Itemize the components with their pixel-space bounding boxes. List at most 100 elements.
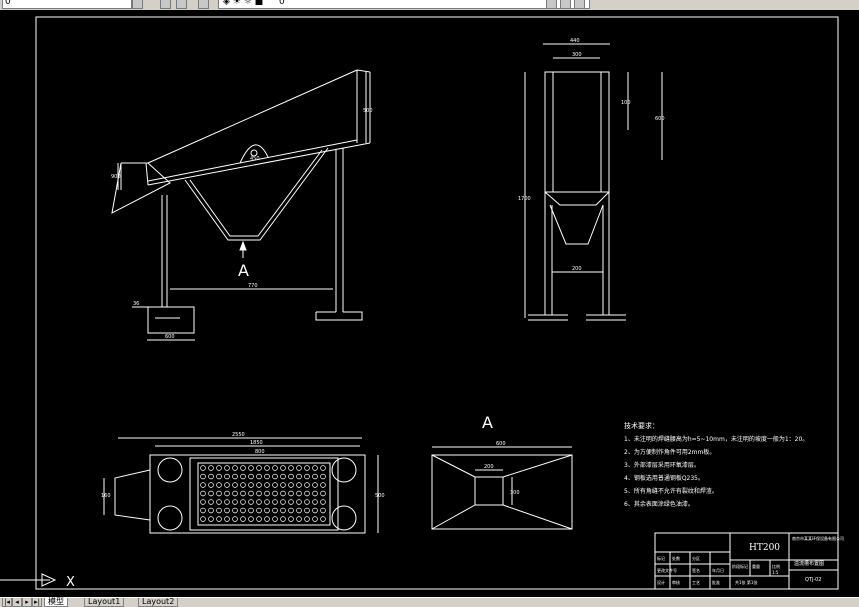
layer-properties-icon[interactable] xyxy=(176,0,187,9)
mesh-hole xyxy=(320,490,326,497)
layer-uniso-icon[interactable] xyxy=(574,0,585,9)
plan-dim-1: 2550 xyxy=(232,432,245,438)
mesh-hole xyxy=(256,507,262,514)
layer-field[interactable]: 0 xyxy=(2,0,132,9)
side-dim-1: 770 xyxy=(248,283,258,289)
mesh-hole xyxy=(240,465,246,471)
note-line-5: 5、所有角缝不允许有裂纹和焊渣。 xyxy=(624,487,718,495)
drawing-number: QTJ-02 xyxy=(805,577,821,583)
notes-title: 技术要求： xyxy=(624,421,659,430)
mesh-hole xyxy=(256,482,262,488)
plan-dim-3: 800 xyxy=(255,449,265,455)
side-dim-6: 450 xyxy=(250,156,260,162)
mesh-hole xyxy=(216,499,222,505)
mesh-hole xyxy=(216,482,222,488)
plan-view xyxy=(103,437,379,534)
mesh-hole xyxy=(288,507,294,514)
drawing-canvas[interactable]: A A 770 500 900 600 36 450 440 300 100 6… xyxy=(0,10,859,598)
mesh-hole xyxy=(200,516,206,522)
mesh-hole xyxy=(240,482,246,488)
mesh-hole xyxy=(232,465,238,471)
mesh-hole xyxy=(256,465,262,471)
side-dim-3: 900 xyxy=(111,174,121,180)
mesh-hole xyxy=(216,465,222,471)
mesh-hole xyxy=(320,516,326,522)
mesh-hole xyxy=(208,507,214,514)
mesh-hole xyxy=(296,482,302,488)
view-a xyxy=(431,446,573,530)
mesh-hole xyxy=(272,507,278,514)
mesh-hole xyxy=(248,507,254,514)
layer-control[interactable]: ◈ ☀ ☼ ■ 0 xyxy=(218,0,590,9)
mesh-hole xyxy=(208,473,214,480)
mesh-hole xyxy=(264,499,270,505)
mesh-hole xyxy=(240,473,246,480)
mesh-hole xyxy=(288,482,294,488)
tb-row-label-3: 分区 xyxy=(692,555,700,561)
mesh-hole xyxy=(200,490,206,497)
mesh-hole xyxy=(288,516,294,522)
mesh-hole xyxy=(256,490,262,497)
mesh-hole xyxy=(280,499,286,505)
weight-label: 重量 xyxy=(752,563,760,569)
layer-match-icon[interactable] xyxy=(546,0,557,9)
mesh-hole xyxy=(312,465,318,471)
tb-row-label-2: 处数 xyxy=(672,555,680,561)
mesh-hole xyxy=(312,507,318,514)
mesh-hole xyxy=(248,516,254,522)
mesh-hole xyxy=(224,490,230,497)
mesh-hole xyxy=(296,473,302,480)
canvas-background xyxy=(0,10,859,598)
note-line-2: 2、为方便制作角件可用2mm板。 xyxy=(624,448,715,456)
mesh-hole xyxy=(240,507,246,514)
tb-role-1: 设计 xyxy=(657,579,665,585)
section-label-a: A xyxy=(238,261,249,280)
plan-dim-2: 1850 xyxy=(250,440,263,446)
plan-dim-5: 160 xyxy=(101,493,111,499)
layer-dropdown-arrow[interactable] xyxy=(132,0,143,9)
sheet-info: 共1张 第1张 xyxy=(735,579,757,585)
tb-role-4: 批准 xyxy=(712,579,720,585)
mesh-hole xyxy=(248,482,254,488)
mesh-hole xyxy=(216,490,222,497)
mesh-hole xyxy=(224,499,230,505)
mesh-hole xyxy=(248,465,254,471)
screen-mesh xyxy=(200,465,326,522)
mesh-hole xyxy=(280,482,286,488)
front-dim-6: 200 xyxy=(572,266,582,272)
note-line-6: 6、其余表面涂绿色油漆。 xyxy=(624,500,694,508)
tb-role-2: 审核 xyxy=(672,579,680,585)
mesh-hole xyxy=(304,482,310,488)
mesh-hole xyxy=(304,516,310,522)
front-dim-2: 300 xyxy=(572,52,582,58)
tb-row-label-5: 签名 xyxy=(692,567,700,573)
layer-iso-icon[interactable] xyxy=(560,0,571,9)
mesh-hole xyxy=(304,473,310,480)
front-dim-5: 1700 xyxy=(518,196,531,202)
mesh-hole xyxy=(272,482,278,488)
mesh-hole xyxy=(264,465,270,471)
mesh-hole xyxy=(320,473,326,480)
title-block xyxy=(654,532,839,590)
tb-row-label-6: 年月日 xyxy=(712,567,724,573)
front-dim-4: 600 xyxy=(655,116,665,122)
mesh-hole xyxy=(200,482,206,488)
mesh-hole xyxy=(280,516,286,522)
mesh-hole xyxy=(296,507,302,514)
mesh-hole xyxy=(248,490,254,497)
mesh-hole xyxy=(312,482,318,488)
mesh-hole xyxy=(264,473,270,480)
view-a-title: A xyxy=(482,413,493,432)
mesh-hole xyxy=(264,482,270,488)
mesh-hole xyxy=(320,499,326,505)
mesh-hole xyxy=(296,516,302,522)
layer-states-icon[interactable] xyxy=(160,0,171,9)
mesh-hole xyxy=(320,465,326,471)
mesh-hole xyxy=(296,490,302,497)
mesh-hole xyxy=(224,473,230,480)
mesh-hole xyxy=(288,473,294,480)
mesh-hole xyxy=(256,516,262,522)
mesh-hole xyxy=(304,507,310,514)
mesh-hole xyxy=(288,465,294,471)
layer-previous-icon[interactable] xyxy=(198,0,209,9)
